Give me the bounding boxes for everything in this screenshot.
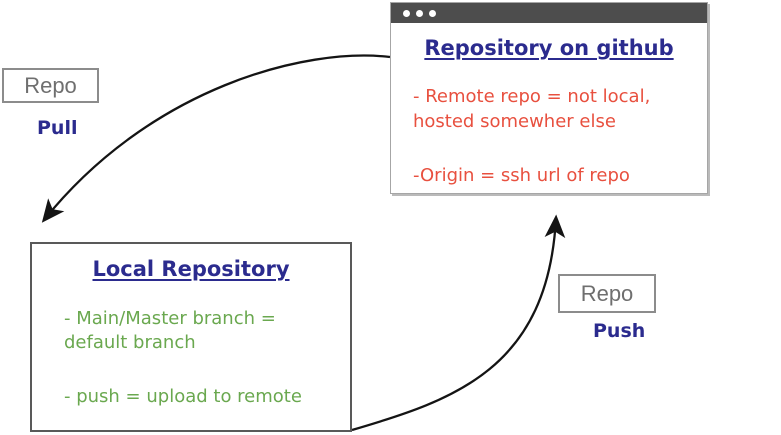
local-note-push: - push = upload to remote bbox=[64, 386, 302, 407]
push-repo-box: Repo bbox=[558, 274, 656, 313]
local-note-branch: - Main/Master branch = default branch bbox=[32, 307, 350, 355]
window-dot-icon bbox=[416, 9, 423, 17]
push-arrow bbox=[351, 214, 566, 432]
window-dot-icon bbox=[403, 9, 410, 17]
github-repo-window: Repository on github - Remote repo = not… bbox=[390, 2, 708, 194]
window-dot-icon bbox=[429, 9, 436, 17]
pull-repo-box: Repo bbox=[2, 68, 99, 103]
local-note-branch-line2: default branch bbox=[64, 332, 196, 353]
local-repo-title: Local Repository bbox=[92, 257, 290, 281]
github-note-remote-line2: hosted somewher else bbox=[413, 111, 616, 132]
github-note-origin: -Origin = ssh url of repo bbox=[413, 165, 630, 186]
github-note-remote: - Remote repo = not local, hosted somewh… bbox=[391, 84, 707, 134]
github-note-remote-line1: - Remote repo = not local, bbox=[413, 86, 651, 107]
local-note-branch-line1: - Main/Master branch = bbox=[64, 308, 276, 329]
pull-label: Pull bbox=[37, 117, 78, 139]
local-repo-box: Local Repository - Main/Master branch = … bbox=[30, 242, 352, 432]
pull-repo-box-label: Repo bbox=[24, 72, 77, 98]
push-repo-box-label: Repo bbox=[580, 280, 634, 306]
push-label: Push bbox=[593, 320, 646, 342]
github-window-title: Repository on github bbox=[424, 36, 674, 60]
window-titlebar bbox=[391, 3, 707, 23]
